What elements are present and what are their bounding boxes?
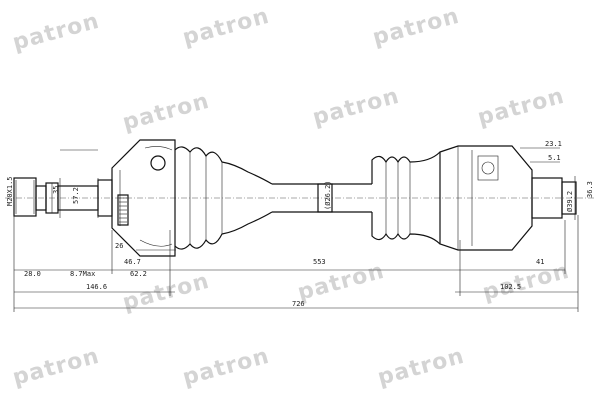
watermark: patron — [10, 344, 102, 391]
threaded-stub — [13, 177, 113, 217]
dim-5-1: 5.1 — [548, 154, 561, 162]
dim-shaft: (Ø26.2) — [324, 180, 332, 210]
watermark: patron — [310, 84, 402, 131]
dim-thread: M20X1.5 — [6, 176, 14, 206]
dimension-lines — [13, 147, 579, 312]
spline-teeth — [119, 197, 127, 223]
watermark: patron — [295, 259, 387, 306]
dim-35: 35 — [52, 186, 60, 194]
dim-553: 553 — [313, 258, 326, 266]
watermark: patron — [180, 4, 272, 51]
dim-57-2: 57.2 — [72, 187, 80, 204]
watermark-layer: patron patron patron patron patron patro… — [10, 4, 572, 391]
shaft — [272, 183, 372, 213]
dim-26: 26 — [115, 242, 123, 250]
inner-cv-joint — [439, 145, 577, 251]
dim-62-2: 62.2 — [130, 270, 147, 278]
watermark: patron — [475, 84, 567, 131]
dim-39-2: Ø39.2 — [566, 191, 574, 212]
watermark: patron — [120, 89, 212, 136]
dim-23-1: 23.1 — [545, 140, 562, 148]
dim-36-3: 36.3 — [586, 181, 594, 198]
outer-cv-joint — [111, 139, 176, 257]
dim-726: 726 — [292, 300, 305, 308]
watermark: patron — [10, 9, 102, 56]
dim-102-5: 102.5 — [500, 283, 521, 291]
dim-41: 41 — [536, 258, 544, 266]
dim-46-7: 46.7 — [124, 258, 141, 266]
dim-8-7max: 8.7Max — [70, 270, 95, 278]
watermark: patron — [370, 4, 462, 51]
inner-boot — [371, 151, 441, 245]
dimension-labels: M20X1.5 35 57.2 26 46.7 62.2 8.7Max 28.0… — [6, 140, 594, 308]
outer-boot — [174, 146, 273, 250]
watermark: patron — [480, 259, 572, 306]
watermark: patron — [375, 344, 467, 391]
dim-28-0: 28.0 — [24, 270, 41, 278]
dim-146-6: 146.6 — [86, 283, 107, 291]
watermark: patron — [180, 344, 272, 391]
